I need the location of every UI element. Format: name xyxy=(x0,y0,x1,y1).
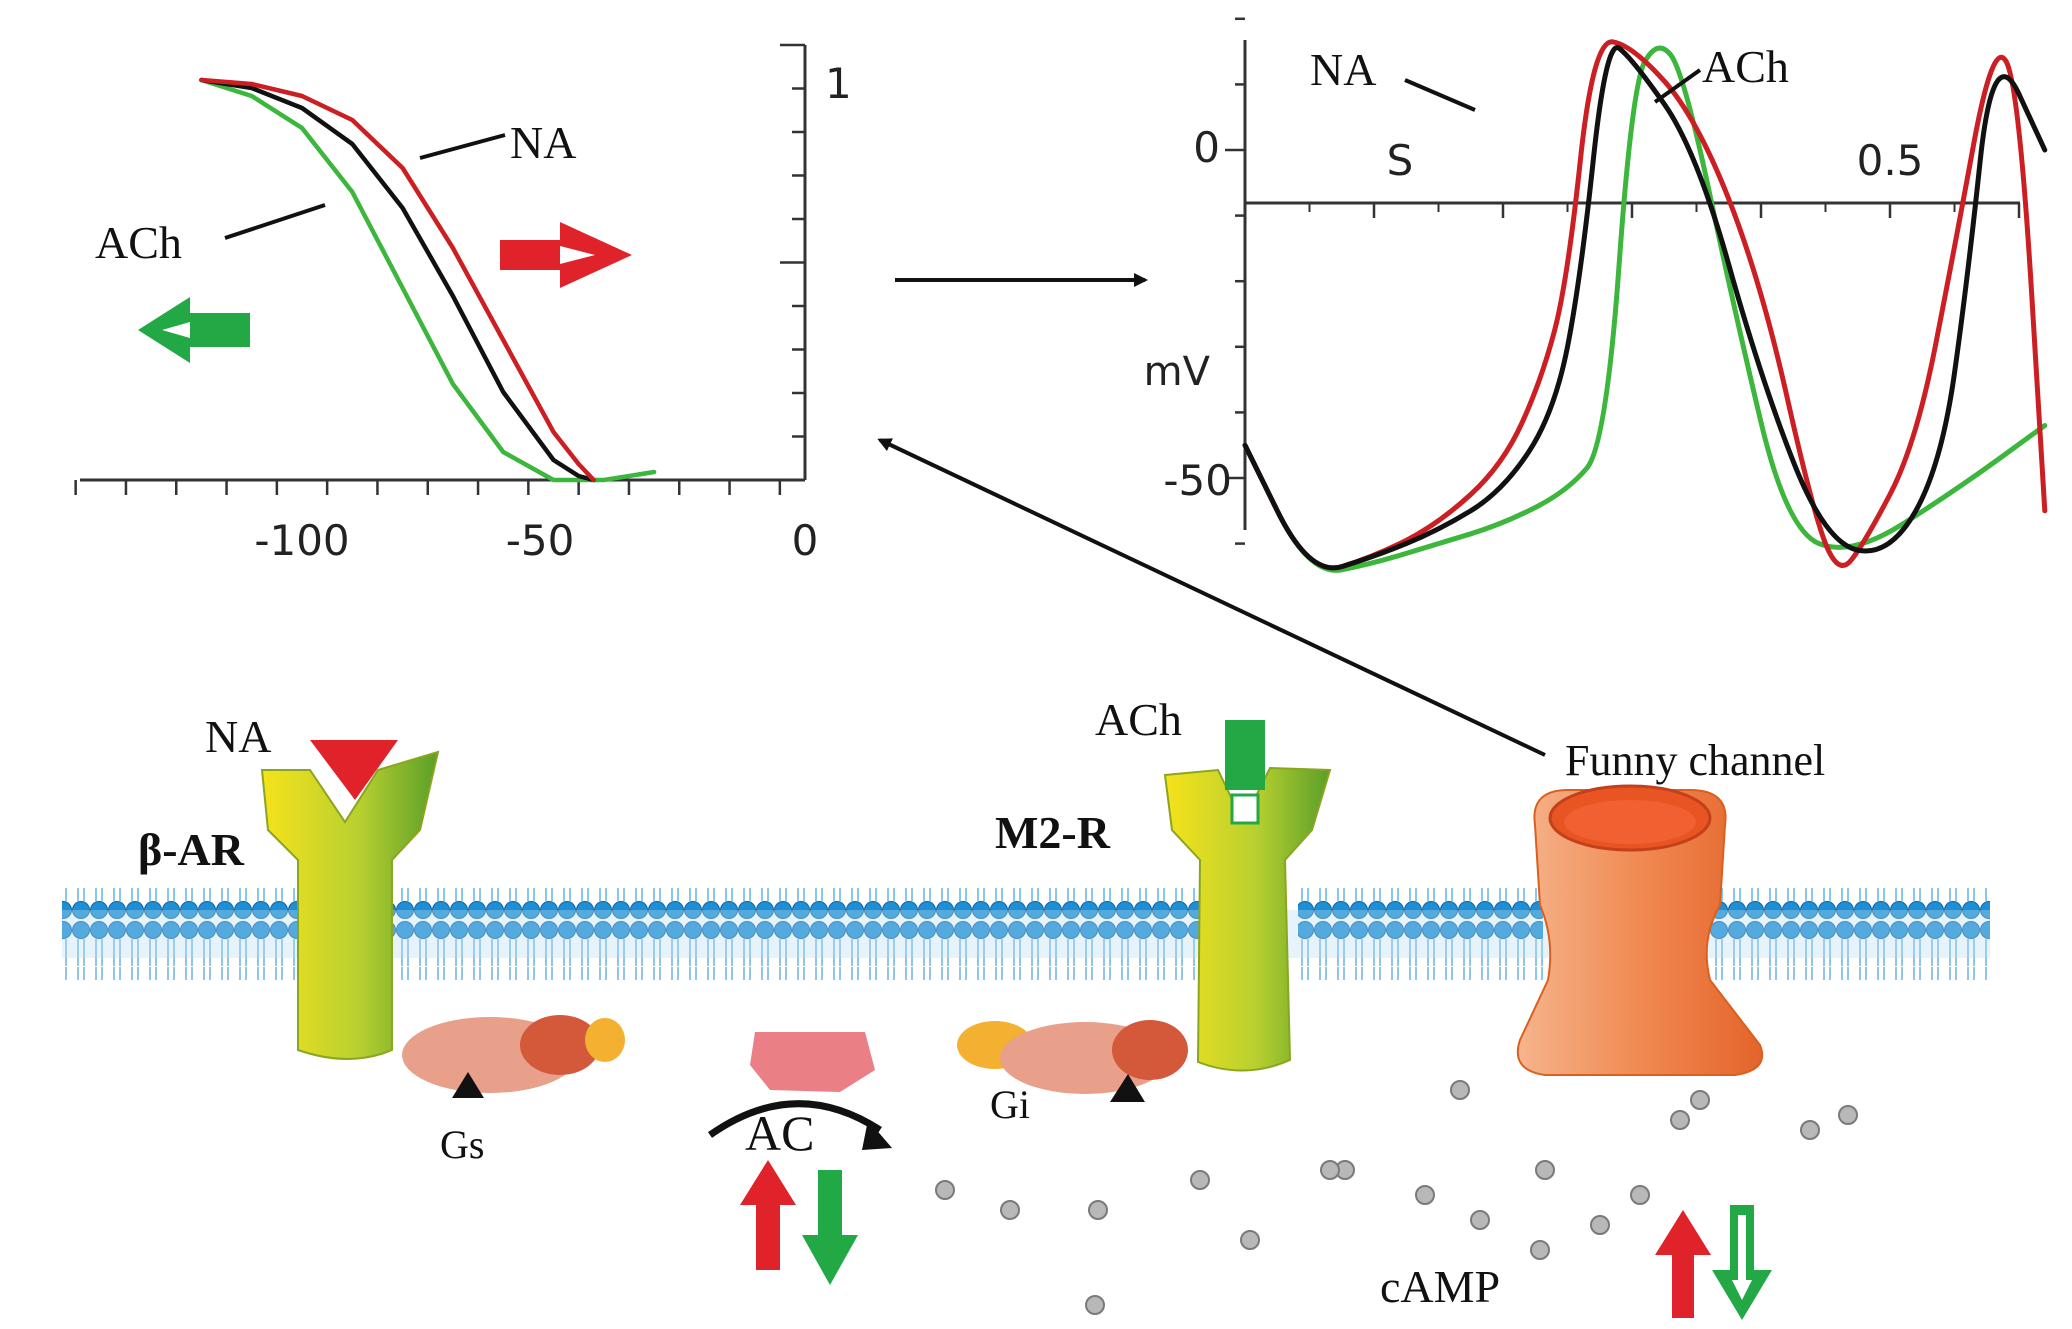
camp-molecule-icon xyxy=(1450,1080,1470,1100)
left-ach-label: ACh xyxy=(95,217,182,268)
gi-protein: Gi xyxy=(957,1020,1188,1127)
ach-ligand-label: ACh xyxy=(1095,694,1182,745)
gs-gdp-marker-icon xyxy=(452,1072,484,1098)
activation-curve-plot: -100 -50 0 1 NA ACh xyxy=(74,43,852,565)
m2-muscarinic-receptor: ACh M2-R xyxy=(995,694,1332,1072)
left-x-tick-label-0: 0 xyxy=(792,516,819,565)
camp-label: cAMP xyxy=(1380,1261,1500,1312)
right-na-label-leader xyxy=(1404,78,1476,112)
right-series-na-trace xyxy=(1242,39,2048,571)
left-x-minor-ticks xyxy=(74,480,782,495)
gi-label: Gi xyxy=(990,1082,1030,1127)
left-na-label-leader xyxy=(419,133,506,160)
right-series-group xyxy=(1242,39,2048,573)
left-y-minor-ticks xyxy=(780,43,805,482)
gs-protein: Gs xyxy=(402,1015,625,1167)
right-time-unit: S xyxy=(1387,136,1414,185)
left-series-control-line xyxy=(199,77,596,483)
camp-molecule-icon xyxy=(1535,1160,1555,1180)
ac-cycle-arrow-icon xyxy=(707,1100,882,1138)
camp-molecule-icon xyxy=(1470,1210,1490,1230)
camp-molecule-icon xyxy=(1630,1185,1650,1205)
right-ach-label: ACh xyxy=(1702,41,1789,92)
funny-channel: Funny channel xyxy=(1516,736,1825,1076)
camp-molecule-icon xyxy=(1240,1230,1260,1250)
left-ach-label-leader xyxy=(224,203,326,240)
na-ligand-icon xyxy=(310,740,398,800)
camp-molecule-icon xyxy=(1320,1160,1340,1180)
camp-molecule-icon xyxy=(1000,1200,1020,1220)
right-ach-label-leader xyxy=(1653,68,1702,104)
left-na-label: NA xyxy=(510,117,576,168)
channel-to-plot-arrow-icon xyxy=(877,438,1546,757)
camp-molecule-icon xyxy=(1190,1170,1210,1190)
right-series-ach-trace xyxy=(1242,45,2048,573)
right-x-ticks xyxy=(1308,203,2021,218)
camp-molecules xyxy=(935,1080,1858,1315)
right-series-control-trace xyxy=(1242,45,2048,571)
membrane-segment-1 xyxy=(62,888,297,980)
ach-ligand-icon xyxy=(1225,720,1265,790)
camp-molecule-icon xyxy=(1590,1215,1610,1235)
membrane-segment-2 xyxy=(385,888,1205,980)
gi-gdp-marker-icon xyxy=(1110,1074,1145,1102)
left-x-tick-label-neg50: -50 xyxy=(506,516,575,565)
na-ligand-label: NA xyxy=(205,711,271,762)
right-y-tick-label-0: 0 xyxy=(1193,123,1220,172)
left-series-group xyxy=(199,77,657,483)
camp-up-red-arrow-icon xyxy=(1655,1210,1711,1318)
beta-ar-label: β-AR xyxy=(138,824,245,875)
camp-molecule-icon xyxy=(1530,1240,1550,1260)
left-y-tick-label-1: 1 xyxy=(825,59,852,108)
left-x-tick-label-neg100: -100 xyxy=(254,516,349,565)
ac-label: AC xyxy=(745,1105,814,1161)
ac-down-green-arrow-icon xyxy=(802,1170,858,1285)
camp-molecule-icon xyxy=(935,1180,955,1200)
right-y-ticks xyxy=(1225,17,1245,545)
left-series-ach-line xyxy=(199,77,657,483)
membrane-segment-4 xyxy=(1705,888,1990,980)
m2-r-label: M2-R xyxy=(995,807,1111,858)
membrane-segment-3 xyxy=(1298,888,1543,980)
camp-molecule-icon xyxy=(1800,1120,1820,1140)
camp-molecule-icon xyxy=(1690,1090,1710,1110)
camp-molecule-icon xyxy=(1838,1105,1858,1125)
ac-up-red-arrow-icon xyxy=(740,1160,796,1270)
left-shift-arrow-icon xyxy=(138,297,250,363)
action-potential-plot: 0 -50 mV S 0.5 NA ACh xyxy=(1144,17,2048,573)
right-shift-arrow-icon xyxy=(500,222,632,288)
funny-channel-label: Funny channel xyxy=(1565,736,1825,785)
camp-molecule-icon xyxy=(1415,1185,1435,1205)
right-na-label: NA xyxy=(1310,44,1376,95)
camp-molecule-icon xyxy=(1670,1110,1690,1130)
camp-molecule-icon xyxy=(1085,1295,1105,1315)
adenylyl-cyclase: AC xyxy=(707,1032,892,1285)
right-y-tick-label-neg50: -50 xyxy=(1163,456,1232,505)
right-y-axis-unit: mV xyxy=(1144,349,1211,395)
camp-molecule-icon xyxy=(1088,1200,1108,1220)
right-x-tick-label-0.5: 0.5 xyxy=(1857,136,1924,185)
gs-label: Gs xyxy=(440,1122,484,1167)
camp-down-green-arrow-icon xyxy=(1712,1205,1772,1320)
beta-adrenergic-receptor: NA β-AR xyxy=(138,711,440,1060)
left-series-na-line xyxy=(199,77,596,483)
